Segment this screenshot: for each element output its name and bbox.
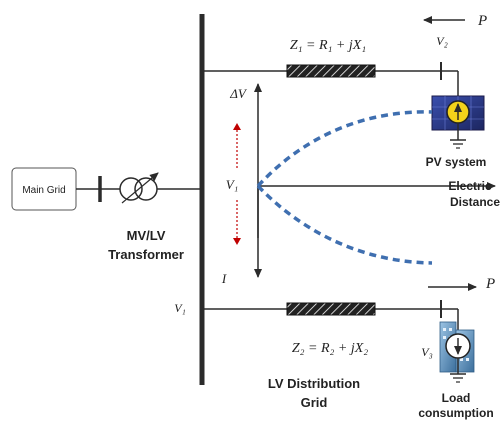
main-grid-label: Main Grid [22,185,65,196]
lv-grid-label-line2: Grid [301,395,328,410]
voltage-rise-curve [256,110,433,188]
z1-label: Z₁ = R₁ + jX₁ [290,38,366,53]
v1-left-label: V₁ [174,301,186,315]
impedance-z1 [286,64,376,78]
main-grid-box: Main Grid [11,167,77,211]
pv-panel-icon [431,95,485,149]
voltage-drop-curve [256,184,433,265]
distance-label: Distance [450,195,500,209]
p-bottom-label: P [485,276,495,292]
v3-label: V₃ [421,345,433,359]
delta-v-label: ΔV [229,86,248,101]
transformer-label-line2: Transformer [108,247,184,262]
pv-system-label: PV system [426,155,487,169]
v1-center-label: V₁ [226,177,238,192]
transformer-label-line1: MV/LV [127,228,166,243]
load-building-icon [439,321,475,383]
impedance-z2 [286,302,376,316]
load-label-line1: Load [442,391,471,405]
current-label: I [221,271,227,286]
lv-grid-label-line1: LV Distribution [268,376,360,391]
p-top-label: P [477,13,487,29]
z2-label: Z₂ = R₂ + jX₂ [292,341,368,356]
transformer-symbol [119,172,159,204]
load-label-line2: consumption [418,406,493,420]
electric-label: Electric [448,179,492,193]
v2-label: V₂ [436,34,448,48]
